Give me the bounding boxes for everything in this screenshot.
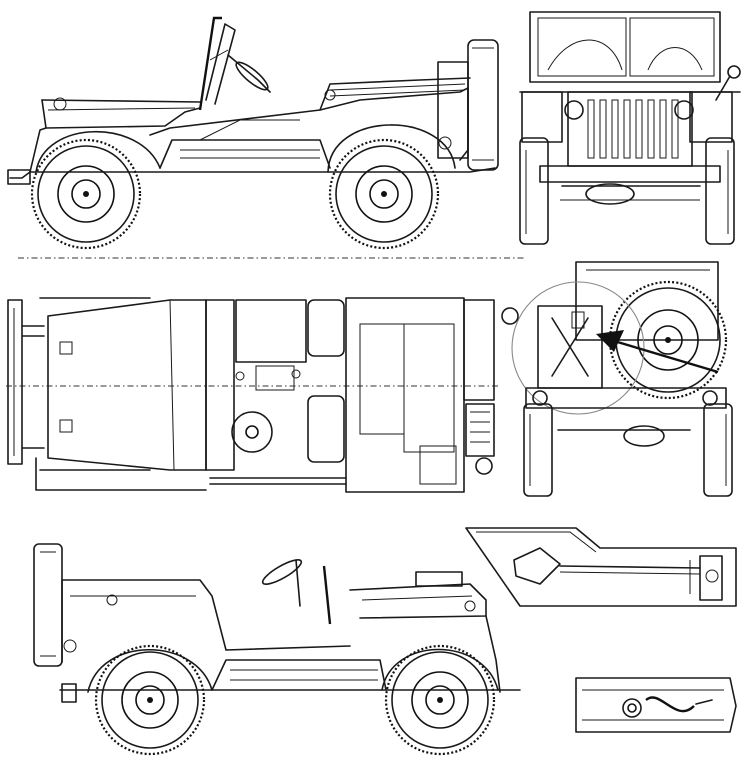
right-side-view: [33, 543, 521, 756]
tool-detail: [465, 527, 737, 607]
grille-slots: [587, 99, 679, 159]
rear-view: [501, 261, 733, 497]
pointer-arrow-head: [596, 330, 624, 352]
bracket-detail: [575, 677, 737, 733]
highlight-circle: [511, 281, 645, 415]
top-view: [6, 297, 500, 493]
left-side-view: [7, 16, 499, 250]
front-view: [519, 11, 741, 245]
pointer-arrow-shaft: [603, 336, 719, 374]
